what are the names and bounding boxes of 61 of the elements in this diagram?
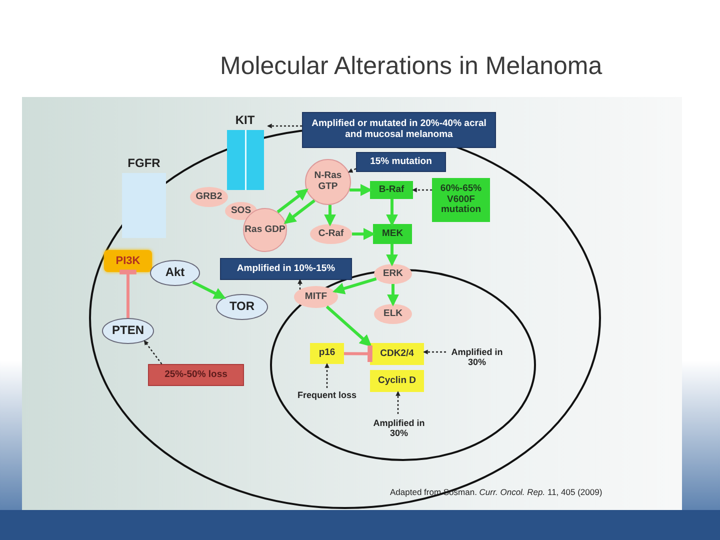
dotted-arrow (298, 279, 302, 290)
node-label: N-Ras GTP (313, 171, 343, 193)
dotted-arrow (324, 363, 330, 388)
inhibition-line (120, 270, 136, 318)
source-citation: Adapted from Sosman. Curr. Oncol. Rep. 11, 405 (2009) (390, 487, 602, 497)
dotted-arrow (348, 168, 356, 173)
node-label: ELK (384, 308, 402, 320)
node-label: PI3K (116, 254, 140, 268)
node-label: Amplified or mutated in 20%-40% acral and mucosal melanoma (310, 119, 488, 141)
node-label: GRB2 (196, 192, 222, 202)
node-label: 15% mutation (370, 156, 432, 168)
node-label: ERK (382, 268, 404, 280)
annotation-text: Amplified in 30% (446, 343, 508, 371)
activation-arrow (324, 204, 336, 226)
activation-arrow (386, 244, 398, 266)
dotted-arrow (423, 350, 446, 354)
kinase-box (432, 178, 490, 222)
annotation-box (148, 364, 244, 386)
node-label: SOS (230, 206, 252, 216)
dotted-arrow (267, 124, 302, 128)
node-label: MITF (304, 292, 328, 302)
node-label: TOR (229, 300, 255, 314)
node-label: Amplified in 10%-15% (236, 264, 336, 274)
activation-arrow (332, 277, 377, 294)
receptor-label: FGFR (128, 155, 160, 171)
annotation-box (220, 258, 352, 280)
node-label: Ras GDP (244, 224, 286, 236)
activation-arrow (284, 199, 316, 224)
activation-arrow (192, 280, 226, 300)
node-label: PTEN (112, 324, 144, 338)
node-label: C-Raf (318, 228, 344, 240)
node-label: B-Raf (378, 184, 404, 196)
annotation-text: Frequent loss (286, 388, 368, 402)
cell-cycle-box (370, 370, 424, 392)
cell-cycle-box (370, 343, 424, 365)
activation-arrow (352, 228, 376, 240)
slide-title: Molecular Alterations in Melanoma (220, 52, 602, 81)
activation-arrow (276, 188, 308, 214)
inhibition-line (344, 345, 372, 362)
node-label: 60%-65% V600F mutation (439, 184, 483, 216)
node-label: Akt (165, 266, 185, 280)
node-label: 25%-50% loss (164, 370, 228, 380)
annotation-box (356, 152, 446, 172)
dotted-arrow (412, 188, 432, 192)
dotted-arrow (396, 391, 400, 414)
annotation-box (302, 112, 496, 148)
activation-arrow (386, 199, 398, 226)
dotted-arrow (144, 340, 162, 364)
activation-arrow (350, 184, 372, 196)
activation-arrow (387, 284, 399, 306)
cell-cycle-box (310, 343, 344, 364)
kinase-box (370, 181, 413, 199)
kinase-box (104, 250, 152, 272)
activation-arrow (326, 305, 372, 347)
node-label: MEK (382, 228, 404, 240)
node-label: Cyclin D (378, 376, 416, 386)
annotation-text: Amplified in 30% (368, 414, 430, 442)
receptor-label: KIT (235, 112, 255, 128)
node-label: CDK2/4 (380, 348, 414, 360)
node-label: p16 (318, 348, 336, 359)
kinase-box (373, 224, 412, 244)
